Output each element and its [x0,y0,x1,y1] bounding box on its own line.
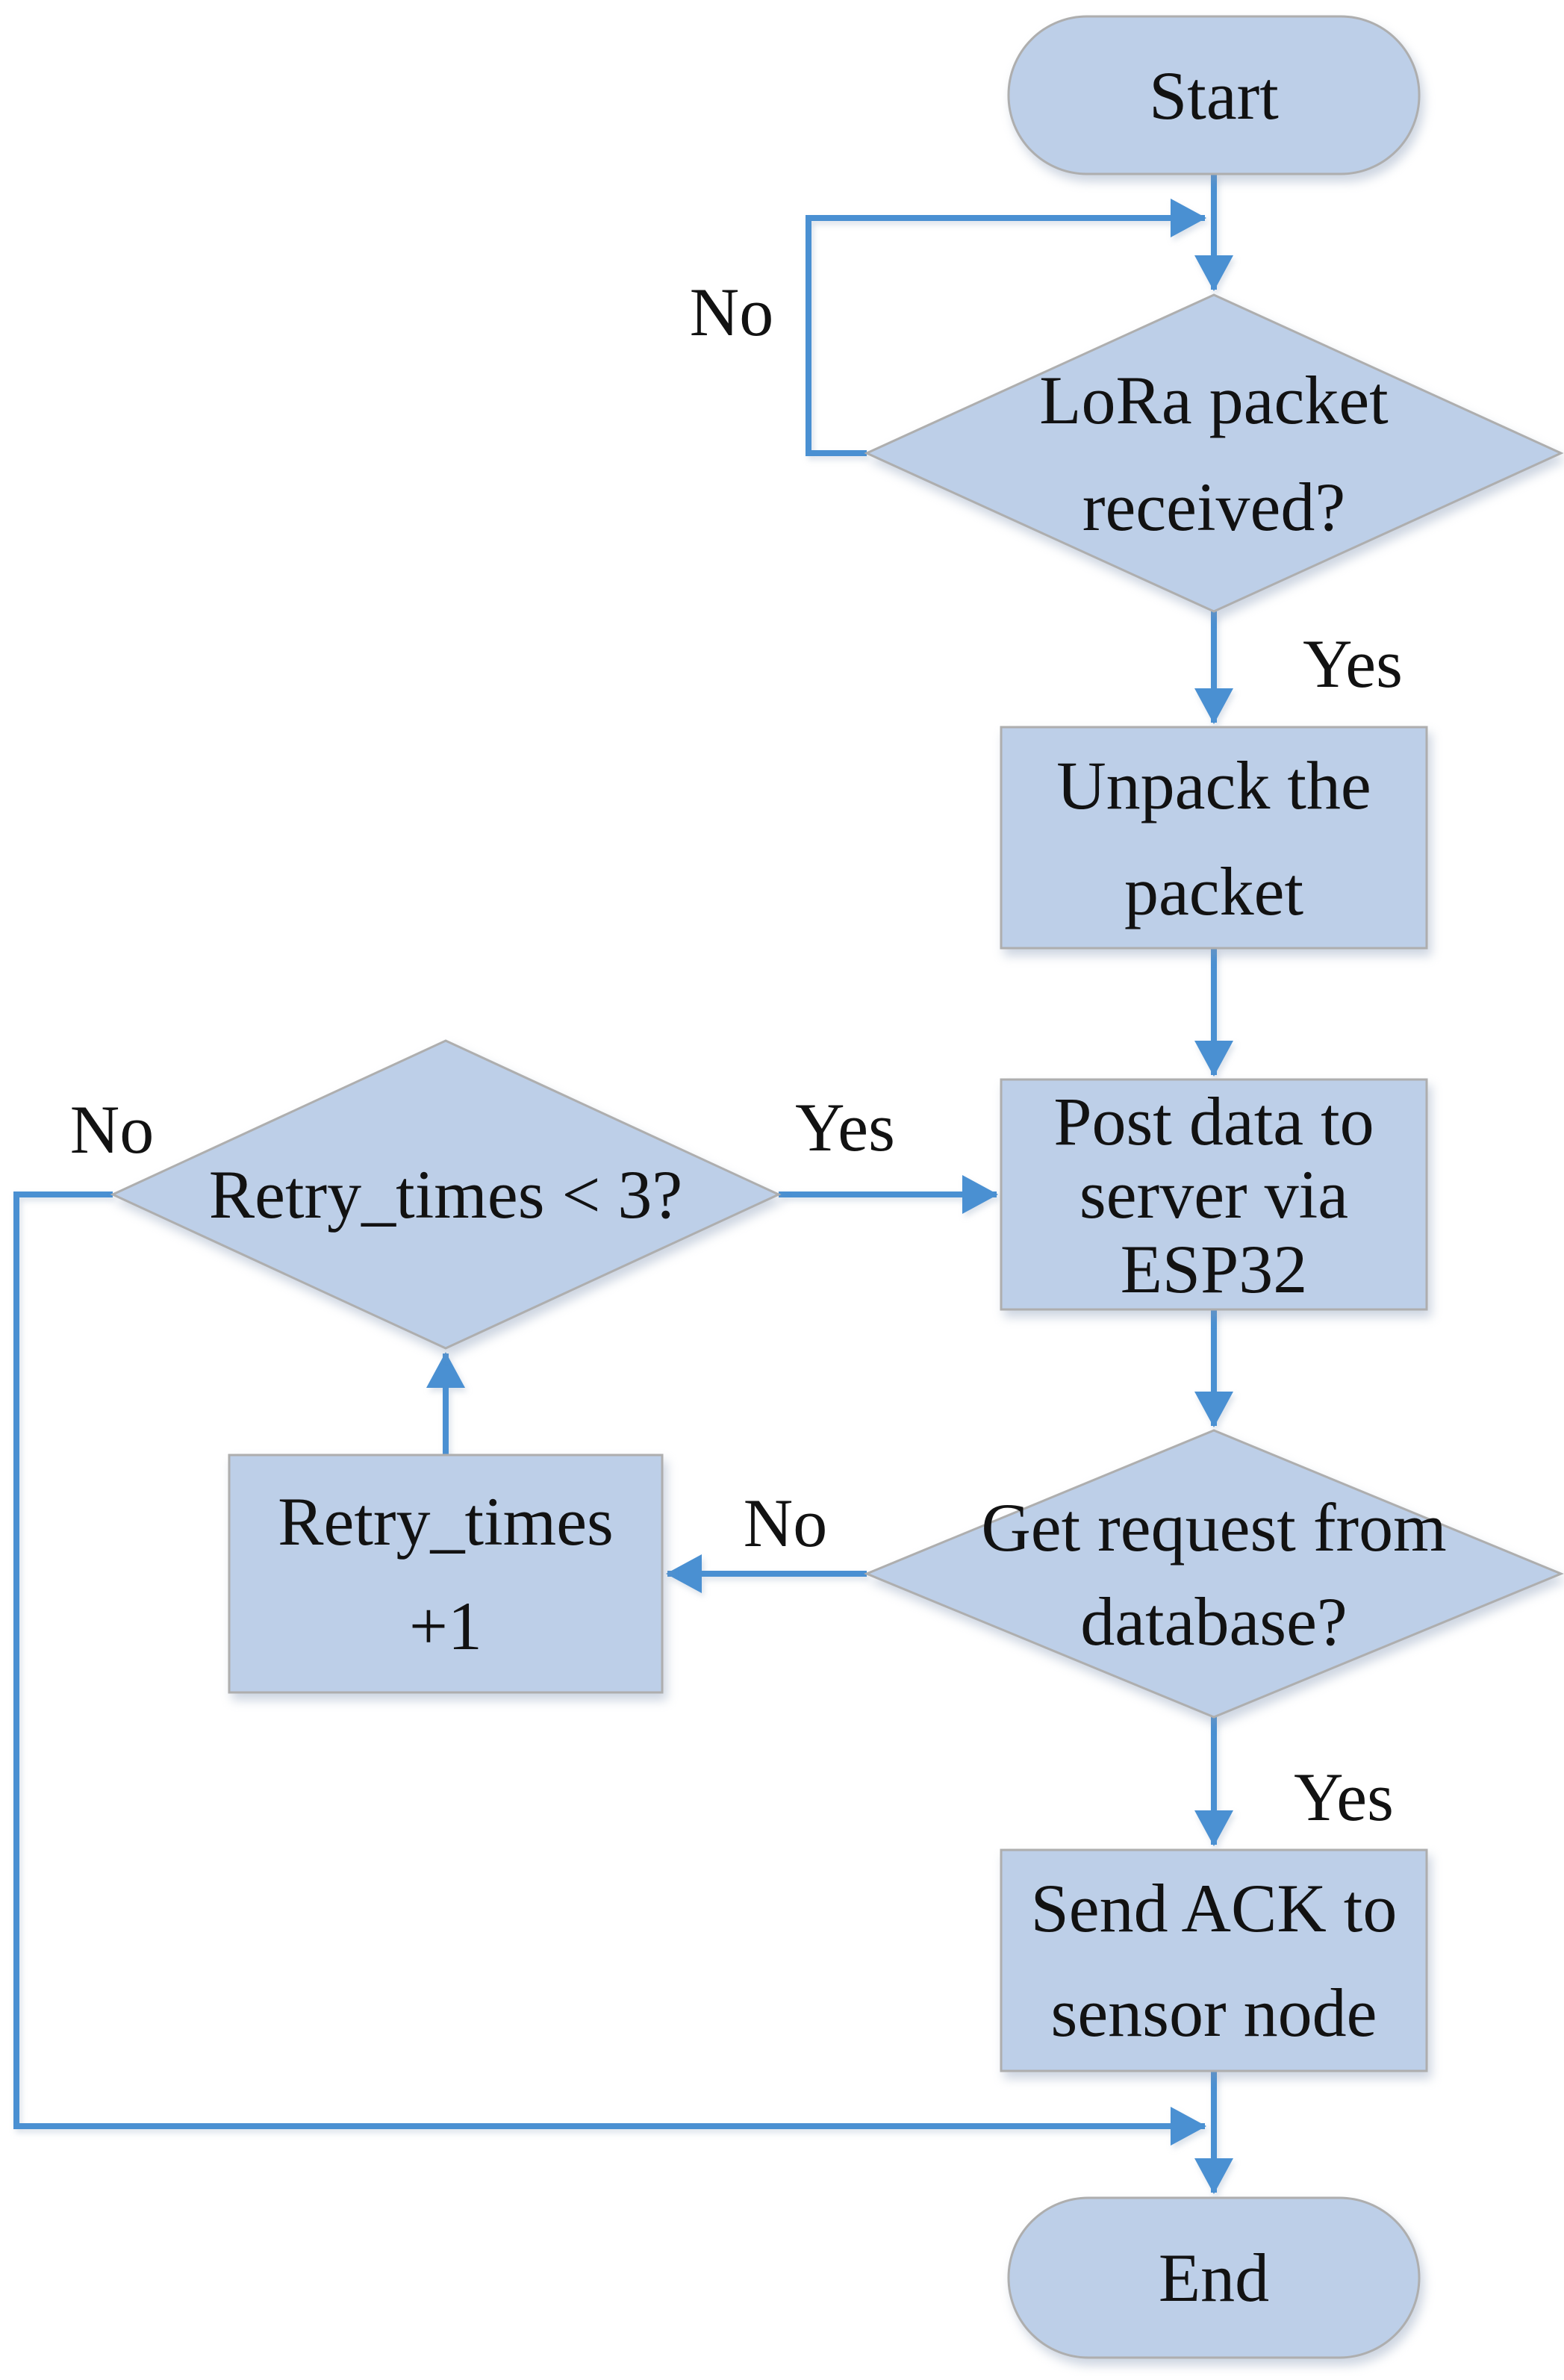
node-post-line2: server via [1079,1156,1348,1233]
nodes-layer: Start LoRa packet received? Unpack the p… [110,15,1564,2359]
edge-label-get-yes: Yes [1294,1759,1394,1835]
edge-lora-no-loop [806,199,1206,456]
node-unpack-shape [1000,726,1428,950]
node-unpack-line2: packet [1124,853,1304,929]
edge-label-retry-yes: Yes [795,1089,895,1165]
node-get-request-line2: database? [1080,1583,1348,1660]
node-post-shape [1000,1078,1428,1311]
node-get-request-line1: Get request from [981,1489,1446,1566]
edge-label-lora-yes: Yes [1303,626,1403,702]
node-retry-inc-line1: Retry_times [278,1483,614,1560]
edge-label-lora-no: No [690,274,773,350]
edge-label-get-no: No [744,1485,827,1561]
node-post-line3: ESP32 [1121,1231,1308,1307]
node-retry-decision-label: Retry_times < 3? [209,1156,682,1233]
edges-layer [13,174,1233,2194]
node-post-line1: Post data to [1053,1083,1374,1159]
node-lora-decision-shape [864,293,1564,613]
node-send-ack-line1: Send ACK to [1031,1870,1398,1946]
node-retry-inc-line2: +1 [409,1588,482,1664]
node-lora-decision-line2: received? [1082,469,1345,545]
node-start-shape [1007,15,1421,175]
node-retry-inc-shape [228,1454,664,1694]
node-end-label: End [1159,2240,1269,2316]
edge-labels-layer: No Yes Yes No No Yes [70,274,1403,1835]
node-get-request-shape [864,1429,1564,1719]
node-send-ack-shape [1000,1848,1428,2072]
node-end-shape [1007,2196,1421,2359]
edge-retry-no-to-end [13,1191,1206,2146]
edge-label-retry-no: No [70,1091,154,1168]
node-unpack-line1: Unpack the [1056,747,1371,823]
node-send-ack-line2: sensor node [1051,1975,1377,2051]
node-retry-decision-shape [110,1039,782,1350]
node-lora-decision-line1: LoRa packet [1039,362,1389,438]
node-start-label: Start [1149,57,1279,134]
